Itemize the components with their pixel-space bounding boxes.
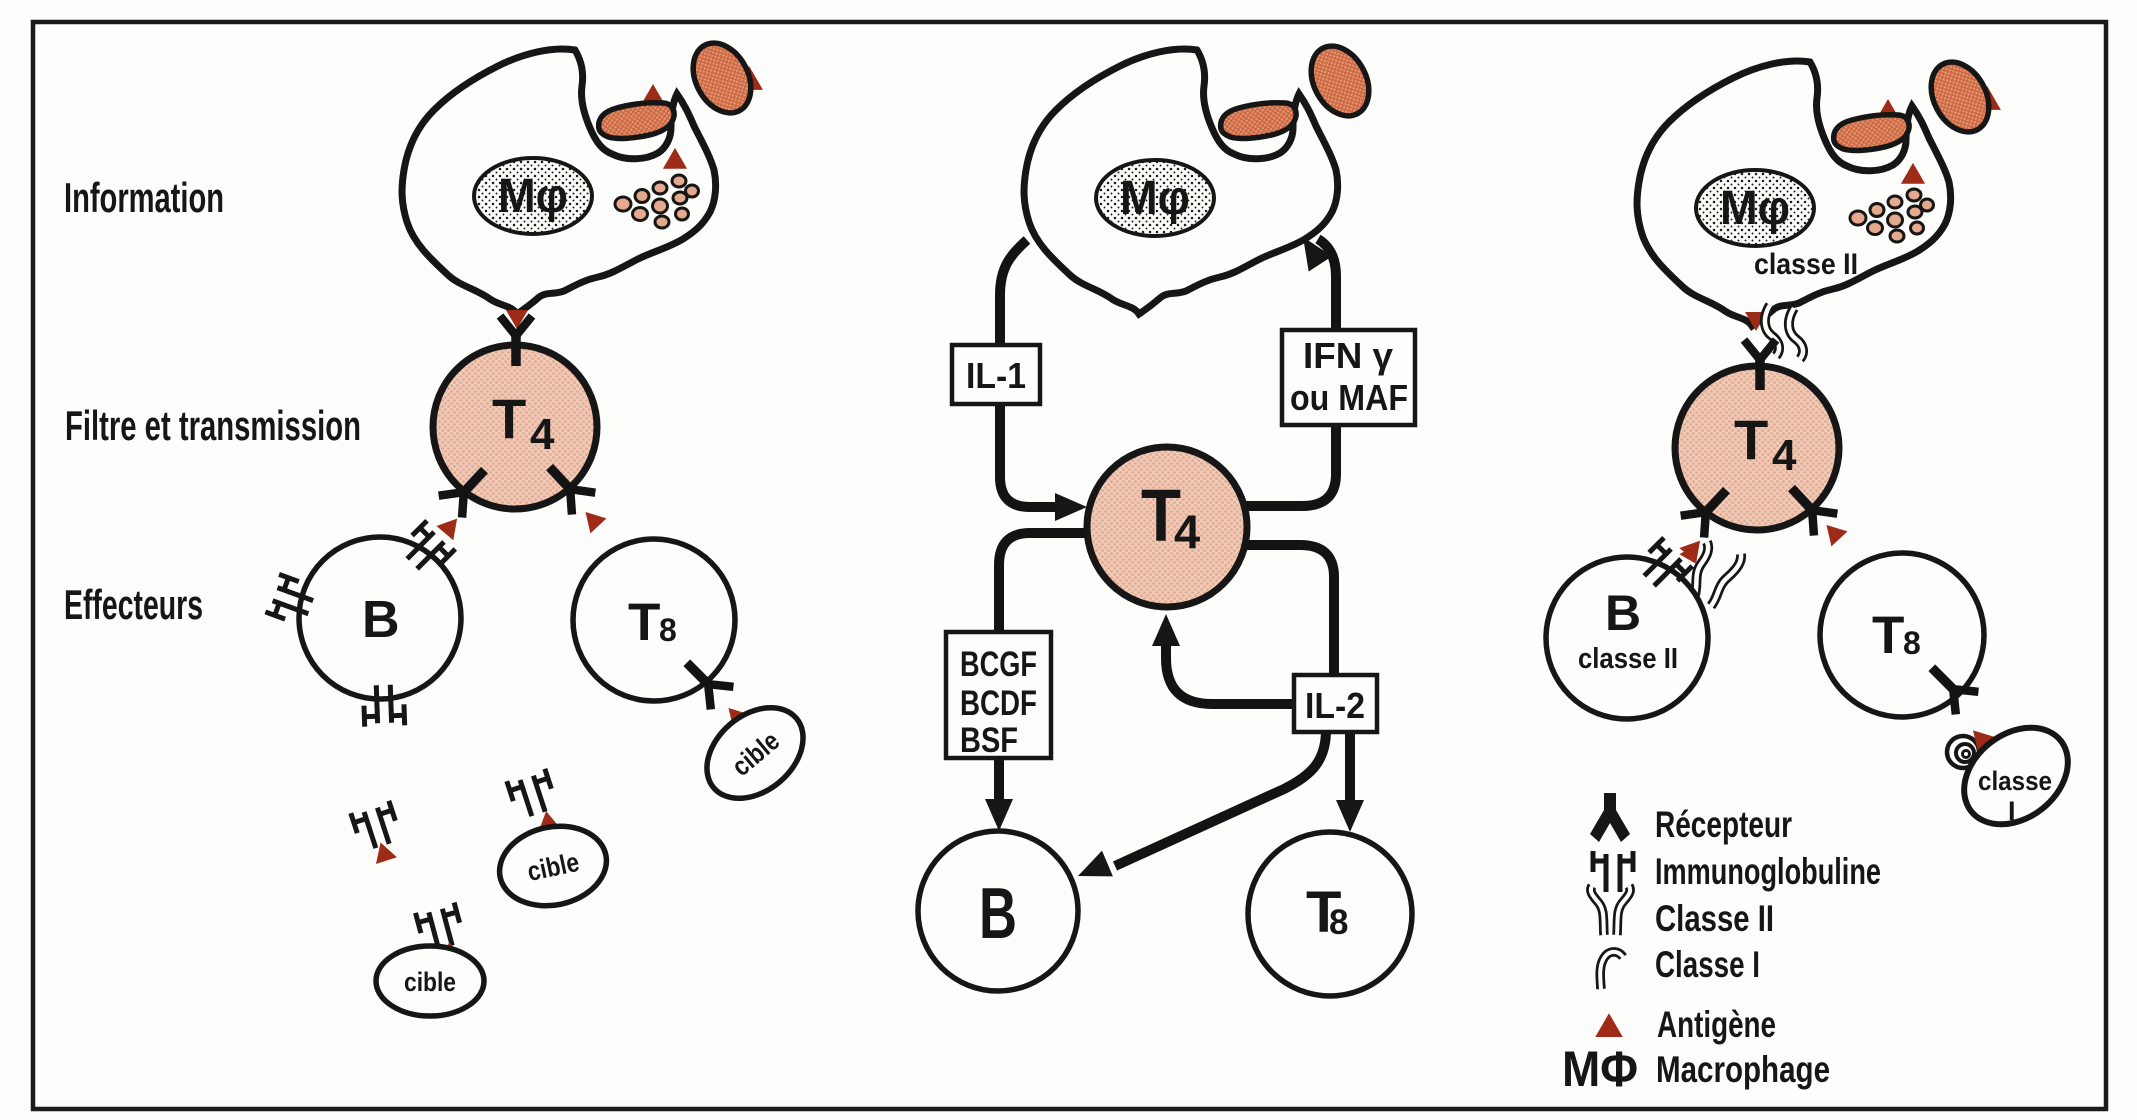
- svg-text:Classe I: Classe I: [1655, 944, 1760, 985]
- svg-text:Mφ: Mφ: [1120, 172, 1190, 225]
- svg-text:BCGF: BCGF: [960, 645, 1037, 684]
- svg-text:IL-2: IL-2: [1305, 685, 1365, 726]
- svg-text:BCDF: BCDF: [960, 684, 1037, 723]
- svg-text:Effecteurs: Effecteurs: [64, 581, 203, 628]
- svg-text:B: B: [362, 591, 400, 649]
- svg-text:T: T: [492, 387, 526, 450]
- svg-text:IL-1: IL-1: [966, 355, 1026, 396]
- svg-text:T: T: [1141, 474, 1181, 557]
- svg-text:T: T: [1734, 408, 1768, 471]
- svg-text:4: 4: [530, 410, 555, 459]
- svg-text:8: 8: [659, 612, 677, 648]
- svg-text:Classe II: Classe II: [1655, 898, 1774, 939]
- svg-text:ou MAF: ou MAF: [1290, 377, 1408, 418]
- svg-text:MΦ: MΦ: [1562, 1041, 1638, 1097]
- svg-text:I: I: [2008, 796, 2016, 826]
- svg-text:Récepteur: Récepteur: [1655, 804, 1792, 845]
- svg-text:B: B: [1605, 585, 1641, 641]
- svg-text:Mφ: Mφ: [1720, 182, 1790, 235]
- svg-text:T: T: [1872, 606, 1904, 665]
- svg-text:T: T: [1306, 880, 1341, 945]
- svg-text:Macrophage: Macrophage: [1656, 1049, 1830, 1090]
- svg-text:8: 8: [1903, 625, 1921, 661]
- svg-text:8: 8: [1329, 903, 1348, 942]
- svg-text:classe: classe: [1978, 766, 2052, 796]
- svg-text:classe II: classe II: [1578, 643, 1678, 675]
- svg-text:Filtre et transmission: Filtre et transmission: [65, 402, 361, 449]
- svg-text:T: T: [628, 593, 660, 652]
- svg-text:Mφ: Mφ: [498, 170, 568, 223]
- svg-text:Information: Information: [64, 174, 224, 221]
- svg-text:cible: cible: [404, 967, 456, 997]
- svg-text:IFN γ: IFN γ: [1303, 335, 1393, 376]
- svg-text:Antigène: Antigène: [1657, 1004, 1776, 1045]
- svg-text:Immunoglobuline: Immunoglobuline: [1655, 851, 1881, 892]
- svg-text:4: 4: [1772, 431, 1797, 480]
- svg-text:4: 4: [1174, 505, 1200, 558]
- svg-text:B: B: [979, 874, 1017, 954]
- svg-text:BSF: BSF: [960, 721, 1018, 760]
- svg-text:classe II: classe II: [1754, 248, 1858, 281]
